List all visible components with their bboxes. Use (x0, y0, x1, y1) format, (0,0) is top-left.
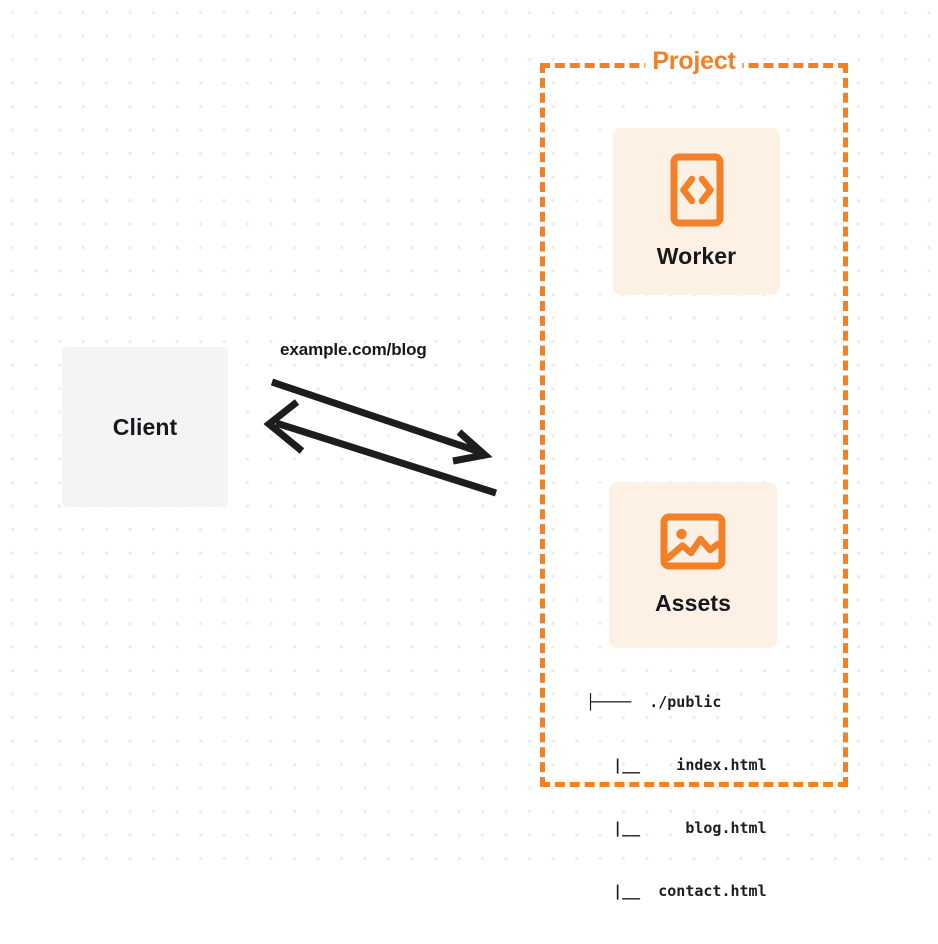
file-tree-row: ├──── ./public (586, 693, 722, 711)
assets-node[interactable]: Assets (609, 482, 777, 648)
client-node[interactable]: Client (62, 347, 228, 507)
project-boundary: Project (540, 47, 848, 787)
client-node-label: Client (112, 413, 178, 440)
assets-file-tree: ├──── ./public |__ index.html |__ blog.h… (586, 650, 767, 944)
code-document-icon (670, 153, 724, 227)
worker-node-label: Worker (656, 243, 737, 269)
file-tree-row: |__ contact.html (586, 882, 767, 900)
worker-node[interactable]: Worker (613, 128, 780, 295)
file-tree-row: |__ index.html (586, 756, 767, 774)
diagram-canvas: Client Project Worker Assets (0, 0, 938, 900)
file-tree-row: |__ blog.html (586, 819, 767, 837)
request-arrow (270, 378, 493, 465)
project-title: Project (645, 47, 743, 76)
image-picture-icon (660, 513, 726, 570)
response-arrow (263, 399, 498, 497)
connection-url-label: example.com/blog (280, 340, 427, 359)
assets-node-label: Assets (654, 590, 732, 616)
